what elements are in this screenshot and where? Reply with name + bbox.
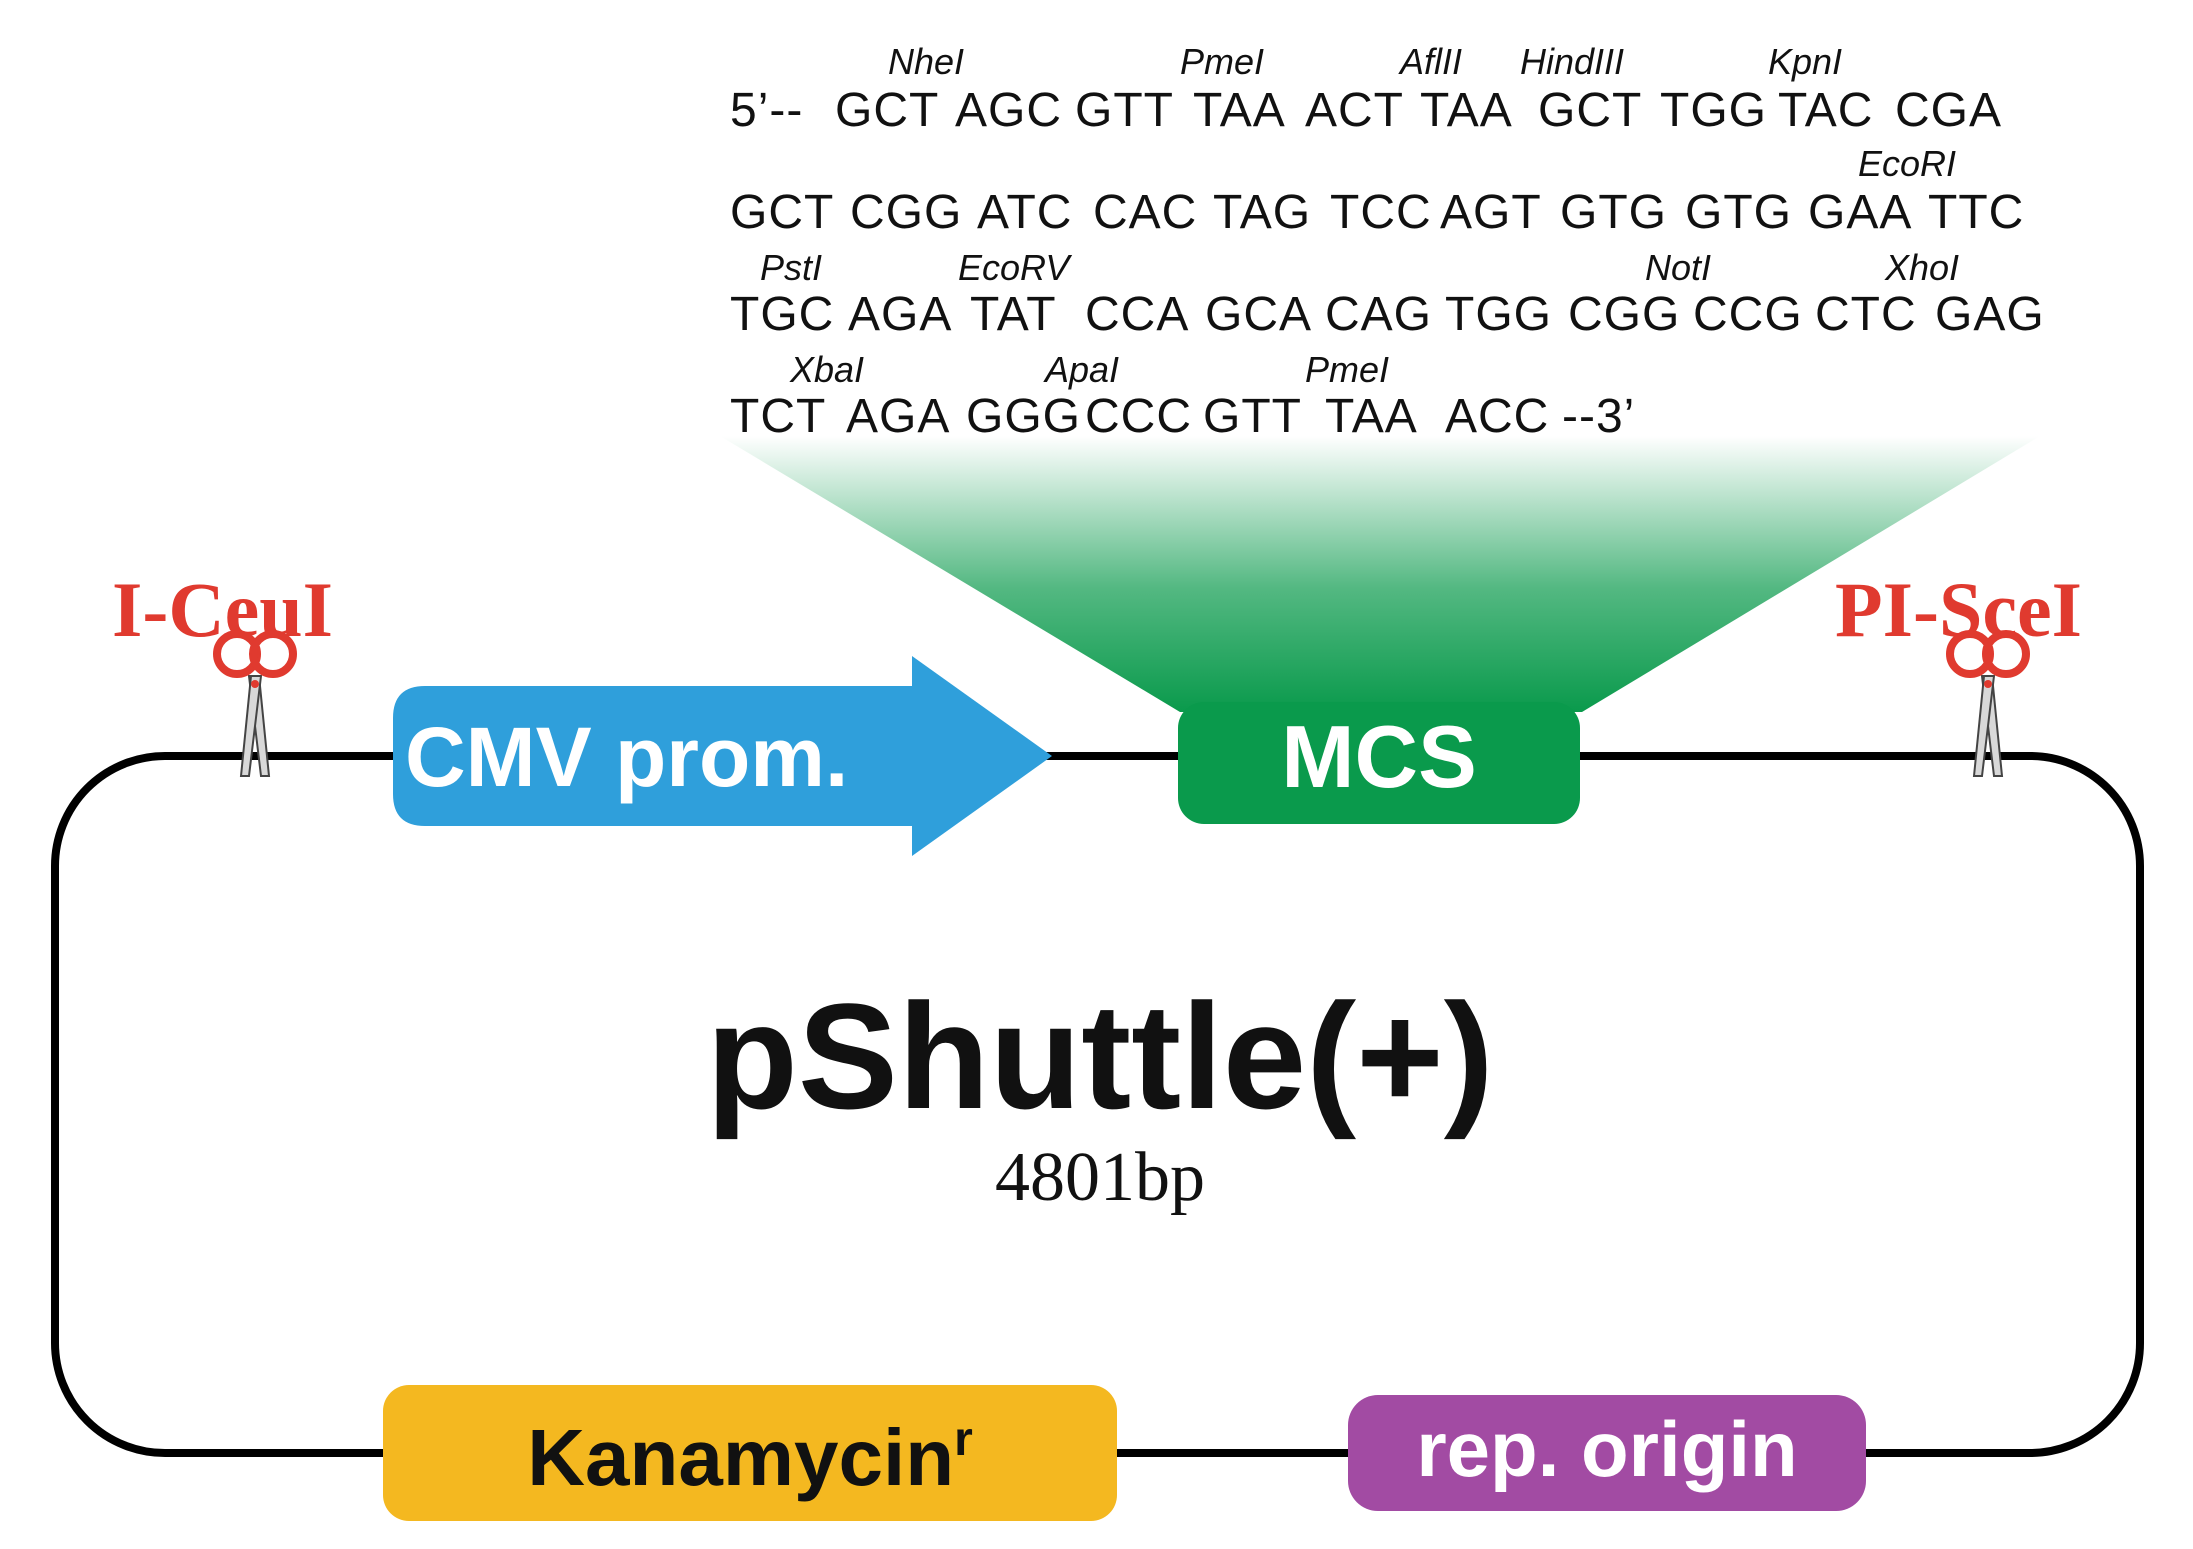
site-label: EcoRI — [1858, 143, 1956, 184]
codon: TCT — [730, 390, 826, 443]
codon: CTC — [1815, 288, 1917, 341]
site-label: XbaI — [789, 349, 864, 390]
site-label: NotI — [1645, 247, 1711, 288]
codon: TGG — [1660, 84, 1767, 137]
sequence-line-2: EcoRI GCT CGG ATC CAC TAG TCC AGT GTG GT… — [730, 143, 2024, 239]
codon: TAA — [1325, 390, 1418, 443]
codon: TAC — [1778, 84, 1873, 137]
site-label: PmeI — [1180, 41, 1264, 82]
codon: GCT — [835, 84, 939, 137]
codon: GAG — [1935, 288, 2045, 341]
codon: ACT — [1305, 84, 1404, 137]
codon: AGT — [1440, 186, 1542, 239]
mcs-box — [1178, 702, 1580, 824]
codon: GGG — [966, 390, 1081, 443]
site-label: NheI — [888, 41, 964, 82]
mcs-label: MCS — [1281, 707, 1477, 806]
sequence-line-4: XbaI ApaI PmeI TCT AGA GGG CCC GTT TAA A… — [730, 349, 1635, 443]
site-label: EcoRV — [958, 247, 1072, 288]
codon: GTG — [1685, 186, 1792, 239]
site-label: ApaI — [1043, 349, 1119, 390]
codon: GAA — [1808, 186, 1912, 239]
codon: GCA — [1205, 288, 1312, 341]
codon: TGC — [730, 288, 834, 341]
site-label: XhoI — [1884, 247, 1959, 288]
codon: CAC — [1093, 186, 1197, 239]
rep-origin-label: rep. origin — [1416, 1405, 1797, 1493]
codon: CGA — [1895, 84, 2002, 137]
codon: AGA — [848, 288, 952, 341]
kanamycin-label: Kanamycinr — [527, 1413, 973, 1502]
codon: GCT — [1538, 84, 1642, 137]
mcs-expansion-fan — [720, 436, 2040, 712]
codon: TTC — [1928, 186, 2024, 239]
kanamycin-box — [383, 1385, 1117, 1521]
codon: GTT — [1075, 84, 1174, 137]
site-label: PstI — [760, 247, 822, 288]
codon: TAA — [1420, 84, 1513, 137]
codon: CCG — [1693, 288, 1803, 341]
sequence-line-3: PstI EcoRV NotI XhoI TGC AGA TAT CCA GCA… — [730, 247, 2045, 341]
codon: AGA — [846, 390, 950, 443]
codon: TGG — [1445, 288, 1552, 341]
mcs-sequence: NheI PmeI AflII HindIII KpnI 5’-- GCT AG… — [730, 41, 2045, 443]
site-label: HindIII — [1520, 41, 1624, 82]
codon: GTG — [1560, 186, 1667, 239]
site-label: KpnI — [1768, 41, 1842, 82]
sequence-line-1: NheI PmeI AflII HindIII KpnI 5’-- GCT AG… — [730, 41, 2002, 137]
codon: TAA — [1193, 84, 1286, 137]
sequence-suffix: --3’ — [1562, 390, 1635, 443]
codon: ATC — [977, 186, 1072, 239]
kanamycin-superscript: r — [954, 1413, 973, 1466]
codon: GTT — [1203, 390, 1302, 443]
site-label: PmeI — [1305, 349, 1389, 390]
codon: AGC — [955, 84, 1062, 137]
plasmid-size: 4801bp — [995, 1139, 1205, 1216]
codon: ACC — [1445, 390, 1549, 443]
codon: TCC — [1330, 186, 1432, 239]
cmv-promoter-label: CMV prom. — [405, 710, 848, 804]
kanamycin-name: Kanamycin — [527, 1413, 954, 1502]
plasmid-name: pShuttle(+) — [706, 972, 1493, 1140]
sequence-prefix: 5’-- — [730, 84, 803, 137]
codon: GCT — [730, 186, 834, 239]
codon: CGG — [850, 186, 962, 239]
codon: TAT — [970, 288, 1057, 341]
codon: CCA — [1085, 288, 1189, 341]
codon: CCC — [1085, 390, 1192, 443]
codon: TAG — [1213, 186, 1311, 239]
site-label: AflII — [1398, 41, 1462, 82]
codon: CAG — [1325, 288, 1432, 341]
codon: CGG — [1568, 288, 1680, 341]
rep-origin-box — [1348, 1395, 1866, 1511]
cmv-promoter-arrow — [393, 656, 1052, 856]
